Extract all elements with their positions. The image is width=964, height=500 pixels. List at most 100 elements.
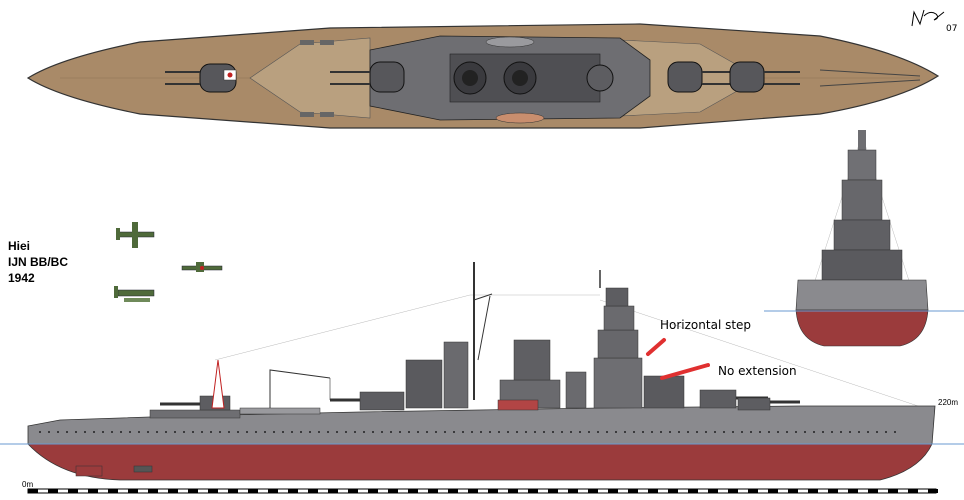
porthole	[741, 431, 743, 433]
porthole	[48, 431, 50, 433]
porthole	[255, 431, 257, 433]
annotation-no-extension: No extension	[718, 364, 797, 378]
scale-segment	[428, 489, 438, 493]
scale-segment	[108, 489, 118, 493]
scale-end-label: 220m	[938, 398, 959, 407]
scale-segment	[528, 489, 538, 493]
porthole	[561, 431, 563, 433]
porthole	[723, 431, 725, 433]
porthole	[237, 431, 239, 433]
porthole	[840, 431, 842, 433]
floatplane-3	[114, 286, 155, 302]
scale-segment	[688, 489, 698, 493]
porthole	[363, 431, 365, 433]
porthole	[822, 431, 824, 433]
scale-segment	[488, 489, 498, 493]
porthole	[192, 431, 194, 433]
porthole	[651, 431, 653, 433]
scale-segment	[388, 489, 398, 493]
porthole	[570, 431, 572, 433]
porthole	[102, 431, 104, 433]
porthole	[264, 431, 266, 433]
annotation-mark-extension	[660, 363, 710, 380]
scale-segment	[308, 489, 318, 493]
porthole	[534, 431, 536, 433]
porthole	[273, 431, 275, 433]
porthole	[606, 431, 608, 433]
annotation-mark-step	[646, 338, 666, 356]
scale-segment	[348, 489, 358, 493]
porthole	[615, 431, 617, 433]
signature-year: 07	[946, 24, 958, 34]
scale-segment	[908, 489, 918, 493]
turret-aft-2	[165, 63, 237, 93]
scale-bar	[27, 488, 938, 494]
porthole	[795, 431, 797, 433]
porthole	[336, 431, 338, 433]
scale-segment	[448, 489, 458, 493]
porthole	[687, 431, 689, 433]
porthole	[327, 431, 329, 433]
porthole	[498, 431, 500, 433]
porthole	[111, 431, 113, 433]
porthole	[309, 431, 311, 433]
porthole	[480, 431, 482, 433]
porthole	[849, 431, 851, 433]
porthole	[876, 431, 878, 433]
porthole	[75, 431, 77, 433]
porthole	[435, 431, 437, 433]
porthole	[678, 431, 680, 433]
porthole	[318, 431, 320, 433]
porthole	[696, 431, 698, 433]
porthole	[759, 431, 761, 433]
annotation-horizontal-step: Horizontal step	[660, 318, 752, 332]
porthole	[246, 431, 248, 433]
porthole	[786, 431, 788, 433]
porthole	[507, 431, 509, 433]
porthole	[165, 431, 167, 433]
artist-signature	[911, 9, 945, 27]
scale-segment	[368, 489, 378, 493]
porthole	[489, 431, 491, 433]
scale-segment	[728, 489, 738, 493]
scale-segment	[668, 489, 678, 493]
scale-segment	[508, 489, 518, 493]
porthole	[471, 431, 473, 433]
porthole	[858, 431, 860, 433]
scale-segment	[228, 489, 238, 493]
porthole	[831, 431, 833, 433]
porthole	[894, 431, 896, 433]
scale-segment	[788, 489, 798, 493]
scale-segment	[548, 489, 558, 493]
porthole	[579, 431, 581, 433]
scale-segment	[768, 489, 778, 493]
porthole	[201, 431, 203, 433]
scale-segment	[188, 489, 198, 493]
scale-segment	[288, 489, 298, 493]
porthole	[129, 431, 131, 433]
porthole	[705, 431, 707, 433]
scale-segment	[268, 489, 278, 493]
porthole	[597, 431, 599, 433]
scale-segment	[928, 489, 938, 493]
scale-segment	[588, 489, 598, 493]
porthole	[381, 431, 383, 433]
porthole	[147, 431, 149, 433]
porthole	[714, 431, 716, 433]
scale-segment	[208, 489, 218, 493]
ship-year: 1942	[8, 271, 35, 285]
porthole	[39, 431, 41, 433]
porthole	[777, 431, 779, 433]
scale-segment	[88, 489, 98, 493]
porthole	[120, 431, 122, 433]
scale-segment	[68, 489, 78, 493]
ship-classification: IJN BB/BC	[8, 255, 69, 269]
porthole	[66, 431, 68, 433]
scale-segment	[888, 489, 898, 493]
porthole	[588, 431, 590, 433]
porthole	[885, 431, 887, 433]
porthole	[408, 431, 410, 433]
porthole	[417, 431, 419, 433]
scale-segment	[468, 489, 478, 493]
